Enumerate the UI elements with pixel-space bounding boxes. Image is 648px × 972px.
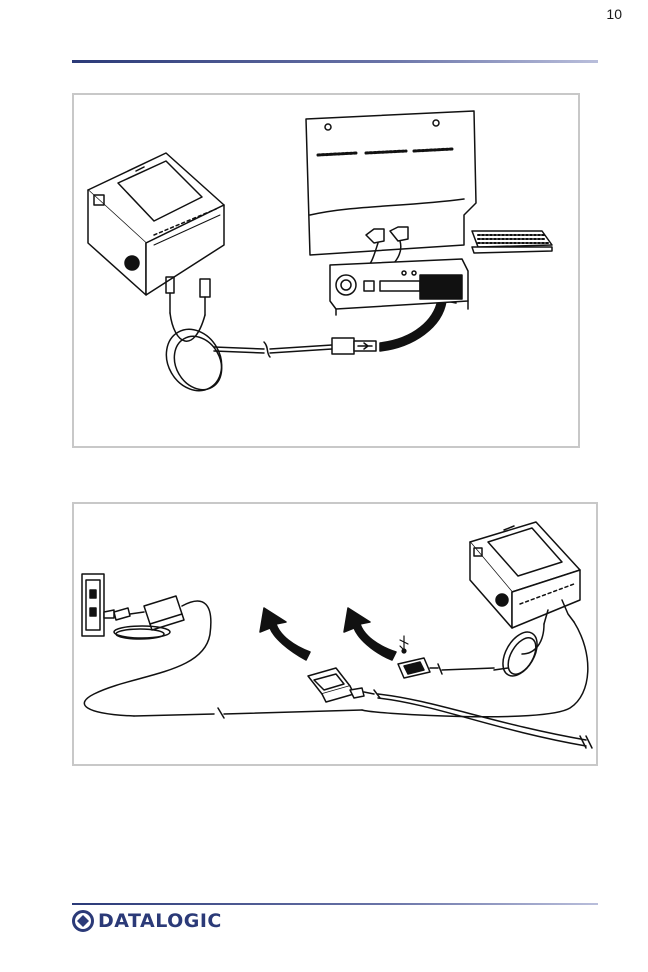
usb-plug xyxy=(332,338,376,354)
usb-icon xyxy=(400,636,408,653)
wall-outlet xyxy=(82,574,104,636)
arrow-icon xyxy=(344,608,396,660)
monitor-illustration xyxy=(306,111,476,273)
brand-name: DATALOGIC xyxy=(98,910,222,932)
power-supply xyxy=(84,596,362,718)
datalogic-logo: DATALOGIC xyxy=(72,908,222,934)
keyboard-illustration xyxy=(472,231,552,253)
scanner-illustration xyxy=(362,522,588,717)
rs232-connector xyxy=(308,668,592,748)
page-number: 10 xyxy=(606,6,622,22)
scanner-illustration xyxy=(88,153,224,295)
header-rule xyxy=(72,60,598,63)
scanner-cables xyxy=(155,277,332,401)
figure-rs232-connection xyxy=(72,502,598,766)
arrow-icon xyxy=(260,608,310,660)
computer-illustration xyxy=(330,259,468,315)
usb-connector xyxy=(398,658,494,678)
footer-rule xyxy=(72,903,598,905)
datalogic-logo-icon xyxy=(72,910,94,932)
figure-usb-connection xyxy=(72,93,580,448)
